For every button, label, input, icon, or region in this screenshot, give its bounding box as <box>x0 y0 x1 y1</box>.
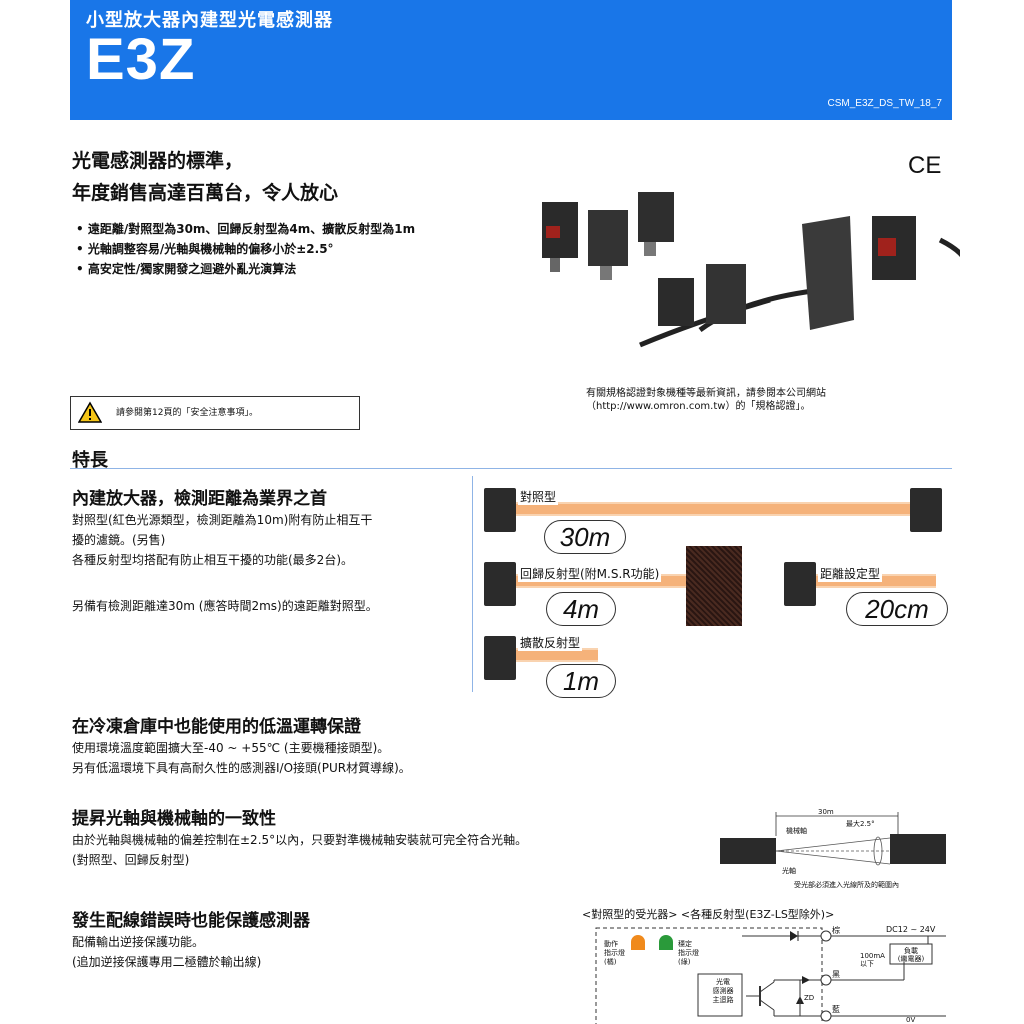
cert-note-line2: （http://www.omron.com.tw）的「規格認證」。 <box>586 401 811 412</box>
through-distance: 30m <box>544 520 626 554</box>
product-photo <box>542 192 960 348</box>
load-label: 負載 (繼電器) <box>897 947 925 963</box>
sensor-e-icon <box>706 264 746 324</box>
product-title: E3Z <box>86 27 196 92</box>
load-box <box>889 943 933 965</box>
through-label: 對照型 <box>518 488 559 505</box>
circuit-diagram <box>595 927 946 1024</box>
zd-label: ZD <box>804 994 815 1002</box>
feature3-line1: 由於光軸與機械軸的偏差控制在±2.5°以內，只要對準機械軸安裝就可完全符合光軸。 <box>72 833 528 847</box>
feature3-title: 提昇光軸與機械軸的一致性 <box>72 809 276 829</box>
feature2-title: 在冷凍倉庫中也能使用的低溫運轉保證 <box>72 717 361 737</box>
feature1-line2: 擾的濾鏡。(另售) <box>72 533 166 547</box>
retro-sensor-icon <box>484 562 516 606</box>
supply-voltage: DC12 ~ 24V <box>886 925 936 934</box>
warning-triangle-icon <box>78 401 102 423</box>
bullet-1: • 遠距離/對照型為30m、回歸反射型為4m、擴散反射型為1m <box>76 222 416 236</box>
axis-angle: 最大2.5° <box>846 820 875 828</box>
header-subtitle: 小型放大器內建型光電感測器 <box>86 10 333 31</box>
feature4-title: 發生配線錯誤時也能保護感測器 <box>72 911 310 931</box>
optical-axis-label: 光軸 <box>782 867 796 875</box>
features-rule <box>70 468 952 469</box>
safety-warning-text: 請參閱第12頁的「安全注意事項」。 <box>116 408 258 418</box>
headline-line2: 年度銷售高達百萬台，令人放心 <box>72 182 339 204</box>
reflector-icon <box>802 216 854 330</box>
receiver-icon <box>890 834 946 864</box>
wire-brown-label: 棕 <box>832 926 840 935</box>
bullet-2: • 光軸調整容易/光軸與機械軸的偏移小於±2.5° <box>76 242 334 256</box>
bullet-3: • 高安定性/獨家開發之迴避外亂光演算法 <box>76 262 297 276</box>
feature4-line2: (追加逆接保護專用二極體於輸出線) <box>72 955 262 969</box>
retro-label: 回歸反射型(附M.S.R功能) <box>518 565 662 582</box>
zero-volt-label: 0V <box>906 1016 916 1024</box>
safety-warning-box <box>70 396 360 430</box>
wire-blue-label: 藍 <box>832 1005 840 1014</box>
through-emitter-icon <box>484 488 516 532</box>
feature3-line2: (對照型、回歸反射型) <box>72 853 190 867</box>
reflector-plate-icon <box>686 546 742 626</box>
wire-black-label: 黑 <box>832 970 840 979</box>
sensor-b-icon <box>588 210 628 266</box>
circuit-caption: <對照型的受光器> <各種反射型(E3Z-LS型除外)> <box>582 908 835 921</box>
reverse-diode-icon <box>802 976 810 984</box>
cert-note-line1: 有關規格認證對象機種等最新資訊，請參閱本公司網站 <box>586 388 826 399</box>
mechanical-axis-label: 機械軸 <box>786 827 807 835</box>
through-beam <box>516 502 910 516</box>
operation-indicator-label: 動作 指示燈 (橘) <box>604 940 625 966</box>
feature2-line1: 使用環境溫度範圍擴大至-40 ~ +55℃ (主要機種接頭型)。 <box>72 741 390 755</box>
feature2-line2: 另有低溫環境下具有高耐久性的感測器I/O接頭(PUR材質導線)。 <box>72 761 411 775</box>
diagram-divider <box>472 476 473 692</box>
feature1-line5: 另備有檢測距離達30m (應答時間2ms)的遠距離對照型。 <box>72 599 378 613</box>
header-banner <box>70 0 952 120</box>
main-circuit-box <box>697 973 743 1017</box>
ce-mark: CE <box>908 152 942 179</box>
emitter-icon <box>720 838 776 864</box>
sensor-d-icon <box>658 278 694 326</box>
axis-distance: 30m <box>818 808 834 816</box>
feature1-line1: 對照型(紅色光源類型，檢測距離為10m)附有防止相互干 <box>72 513 373 527</box>
diode-icon <box>790 931 798 941</box>
through-receiver-icon <box>910 488 942 532</box>
bgs-distance: 20cm <box>846 592 948 626</box>
retro-distance: 4m <box>546 592 616 626</box>
feature1-title: 內建放大器，檢測距離為業界之首 <box>72 489 327 509</box>
bgs-sensor-icon <box>784 562 816 606</box>
axis-note: 受光部必須進入光線所及的範圍內 <box>794 881 899 889</box>
feature4-line1: 配備輸出逆接保護功能。 <box>72 935 205 949</box>
diffuse-label: 擴散反射型 <box>518 634 583 651</box>
feature1-line3: 各種反射型均搭配有防止相互干擾的功能(最多2台)。 <box>72 553 354 567</box>
diffuse-sensor-icon <box>484 636 516 680</box>
load-current-label: 100mA 以下 <box>860 952 885 968</box>
diffuse-distance: 1m <box>546 664 616 698</box>
headline-line1: 光電感測器的標準， <box>72 150 244 172</box>
optical-axis-diagram <box>720 812 946 866</box>
sensor-c-icon <box>638 192 674 242</box>
main-circuit-label: 光電 感測器 主迴路 <box>712 978 734 1004</box>
stability-indicator-label: 穩定 指示燈 (綠) <box>678 940 699 966</box>
features-title: 特長 <box>72 450 108 471</box>
bgs-label: 距離設定型 <box>818 565 883 582</box>
document-code: CSM_E3Z_DS_TW_18_7 <box>827 98 943 109</box>
